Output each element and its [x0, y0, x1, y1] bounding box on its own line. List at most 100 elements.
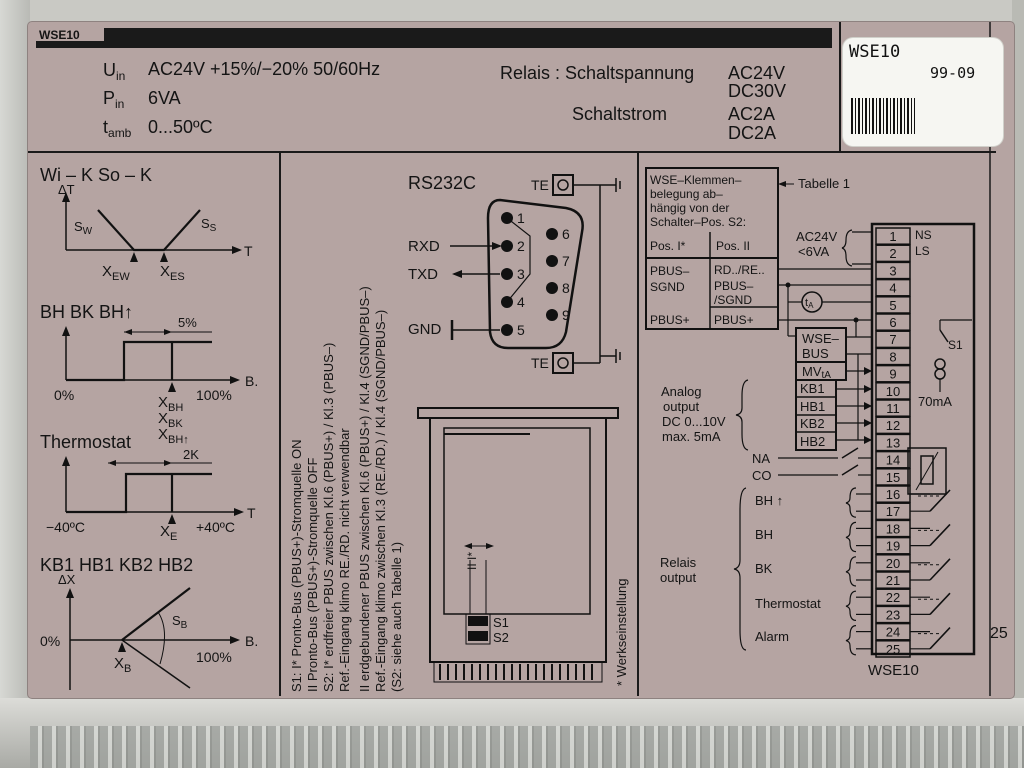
terminal-number-9: 9: [889, 367, 896, 382]
graph2-right: 100%: [196, 387, 232, 403]
table-r1c1: PBUS–: [650, 264, 690, 278]
terminal-cell-5: [875, 296, 911, 314]
pin-5: 5: [517, 322, 525, 338]
graph1-sw: SW: [74, 219, 93, 237]
terminal-number-25: 25: [886, 642, 900, 657]
ta-sensor: tA: [805, 297, 814, 310]
header-badge: WSE10: [39, 28, 80, 42]
graph-winter-summer: Wi – K So – K ΔT SW SS T XEW XES: [40, 165, 253, 283]
relay-bk: BK: [755, 561, 773, 576]
graph1-ss: SS: [201, 216, 217, 234]
graph1-y-label: ΔT: [58, 182, 75, 197]
terminal-number-5: 5: [889, 298, 896, 313]
pin-6: 6: [562, 226, 570, 242]
housing-right-edge: [1012, 0, 1024, 768]
relais-label: Relais : Schaltspannung: [500, 63, 694, 83]
mvta-label: MVtA: [802, 364, 831, 381]
block-model-label: WSE10: [868, 662, 919, 679]
terminal-number-22: 22: [886, 590, 900, 605]
terminal-cell-15: [875, 468, 911, 486]
graph4-y-label: ΔX: [58, 572, 76, 587]
terminal-cell-1: [875, 227, 911, 245]
terminal-cell-6: [875, 313, 911, 331]
graph3-right: +40ºC: [196, 519, 235, 535]
graph2-xbh2: XBH↑: [158, 426, 189, 446]
svg-text:DC 0...10V: DC 0...10V: [662, 414, 726, 429]
relay-bracket: [845, 625, 857, 656]
terminal-number-15: 15: [886, 470, 900, 485]
terminal-cell-8: [875, 347, 911, 366]
switch-position-marks: II I*: [465, 552, 479, 570]
graph2-x-label: B.: [245, 373, 258, 389]
graph-kb-hb: KB1 HB1 KB2 HB2 ΔX SB B. 0% XB 100%: [40, 555, 258, 690]
graph-thermostat: Thermostat 2K T −40ºC XE +40ºC: [40, 432, 256, 543]
terminal-cell-3: [875, 261, 911, 280]
note-3: S2: I* erdfreier PBUS zwischen Kl.6 (PBU…: [321, 343, 336, 692]
sticker-code: 99-09: [930, 64, 976, 82]
analog-output-label: Analog output DC 0...10V max. 5mA: [661, 379, 749, 451]
graph4-xb: XB: [114, 655, 131, 675]
graph2-title: BH BK BH↑: [40, 302, 133, 322]
pin-value: 6VA: [148, 88, 181, 108]
table-r3c2: PBUS+: [714, 313, 754, 327]
klemmen-table: WSE–Klemmen– belegung ab– hängig von der…: [645, 167, 850, 330]
terminal-number-13: 13: [886, 435, 900, 450]
table-title-1: WSE–Klemmen–: [650, 173, 742, 187]
rs232-connector: RS232C 1 2 3 4 5 6 7 8: [408, 173, 584, 350]
terminal-cells: 1234567891011121314151617181920212223242…: [875, 227, 911, 658]
graph4-right: 100%: [196, 649, 232, 665]
supply-power: <6VA: [798, 244, 830, 259]
rs232-title: RS232C: [408, 173, 476, 193]
side-number-25: 25: [990, 625, 1008, 642]
terminal-number-7: 7: [889, 332, 896, 347]
relay-switch: [929, 523, 951, 547]
pin-8: 8: [562, 280, 570, 296]
te-terminals: TE TE: [531, 174, 621, 374]
na-co-contacts: NA CO: [752, 447, 947, 495]
supply-voltage: AC24V: [796, 229, 838, 244]
terminal-cell-12: [875, 416, 911, 435]
terminal-cell-14: [875, 450, 911, 469]
terminal-cell-7: [875, 330, 911, 349]
output-hb1: HB1: [800, 399, 825, 414]
pin-3: 3: [517, 266, 525, 282]
terminal-number-18: 18: [886, 521, 900, 536]
werkseinstellung-note: * Werkseinstellung: [614, 579, 629, 686]
model-sticker: WSE10 99-09: [843, 38, 1003, 146]
relay-switch: [929, 627, 951, 650]
table-title-2: belegung ab–: [650, 187, 723, 201]
table-title-3: hängig von der: [650, 201, 729, 215]
note-6: Ref.-Eingang klimo zwischen Kl.3 (RE./RD…: [373, 310, 388, 692]
rxd-label: RXD: [408, 238, 440, 255]
terminal-number-12: 12: [886, 418, 900, 433]
uin-value: AC24V +15%/−20% 50/60Hz: [148, 59, 380, 79]
s1-label: S1: [948, 338, 963, 352]
tamb-label: tamb: [103, 117, 132, 140]
graph2-pct: 5%: [178, 315, 197, 330]
terminal-number-23: 23: [886, 607, 900, 622]
relay-bh: BH: [755, 527, 773, 542]
terminal-number-3: 3: [889, 263, 896, 278]
current-source: S1 70mA: [918, 319, 972, 409]
terminal-number-11: 11: [886, 401, 900, 416]
terminal-block: 1234567891011121314151617181920212223242…: [868, 222, 976, 679]
relay-bracket: [845, 521, 857, 553]
module-drawing: S1 S2 II I* * Werkseinstellung: [417, 407, 629, 686]
terminal-number-19: 19: [886, 539, 900, 554]
pin-column-left: 1 2 3 4 5: [501, 210, 525, 338]
header-bar: [36, 28, 832, 48]
terminal-number-8: 8: [889, 349, 896, 364]
strom-dc: DC2A: [728, 123, 776, 143]
terminal-number-6: 6: [889, 315, 896, 330]
terminal-cell-11: [875, 399, 911, 417]
header-badge-bg: [36, 28, 104, 41]
co-label: CO: [752, 468, 772, 483]
sticker-barcode: [851, 98, 915, 134]
graph4-x-label: B.: [245, 633, 258, 649]
strom-label: Schaltstrom: [572, 104, 667, 124]
graph1-x-label: T: [244, 243, 253, 259]
graph2-xbh: XBH: [158, 394, 183, 414]
relay-contacts: [845, 487, 951, 656]
note-4: Ref.-Eingang klimo RE./RD. nicht verwend…: [337, 428, 352, 692]
